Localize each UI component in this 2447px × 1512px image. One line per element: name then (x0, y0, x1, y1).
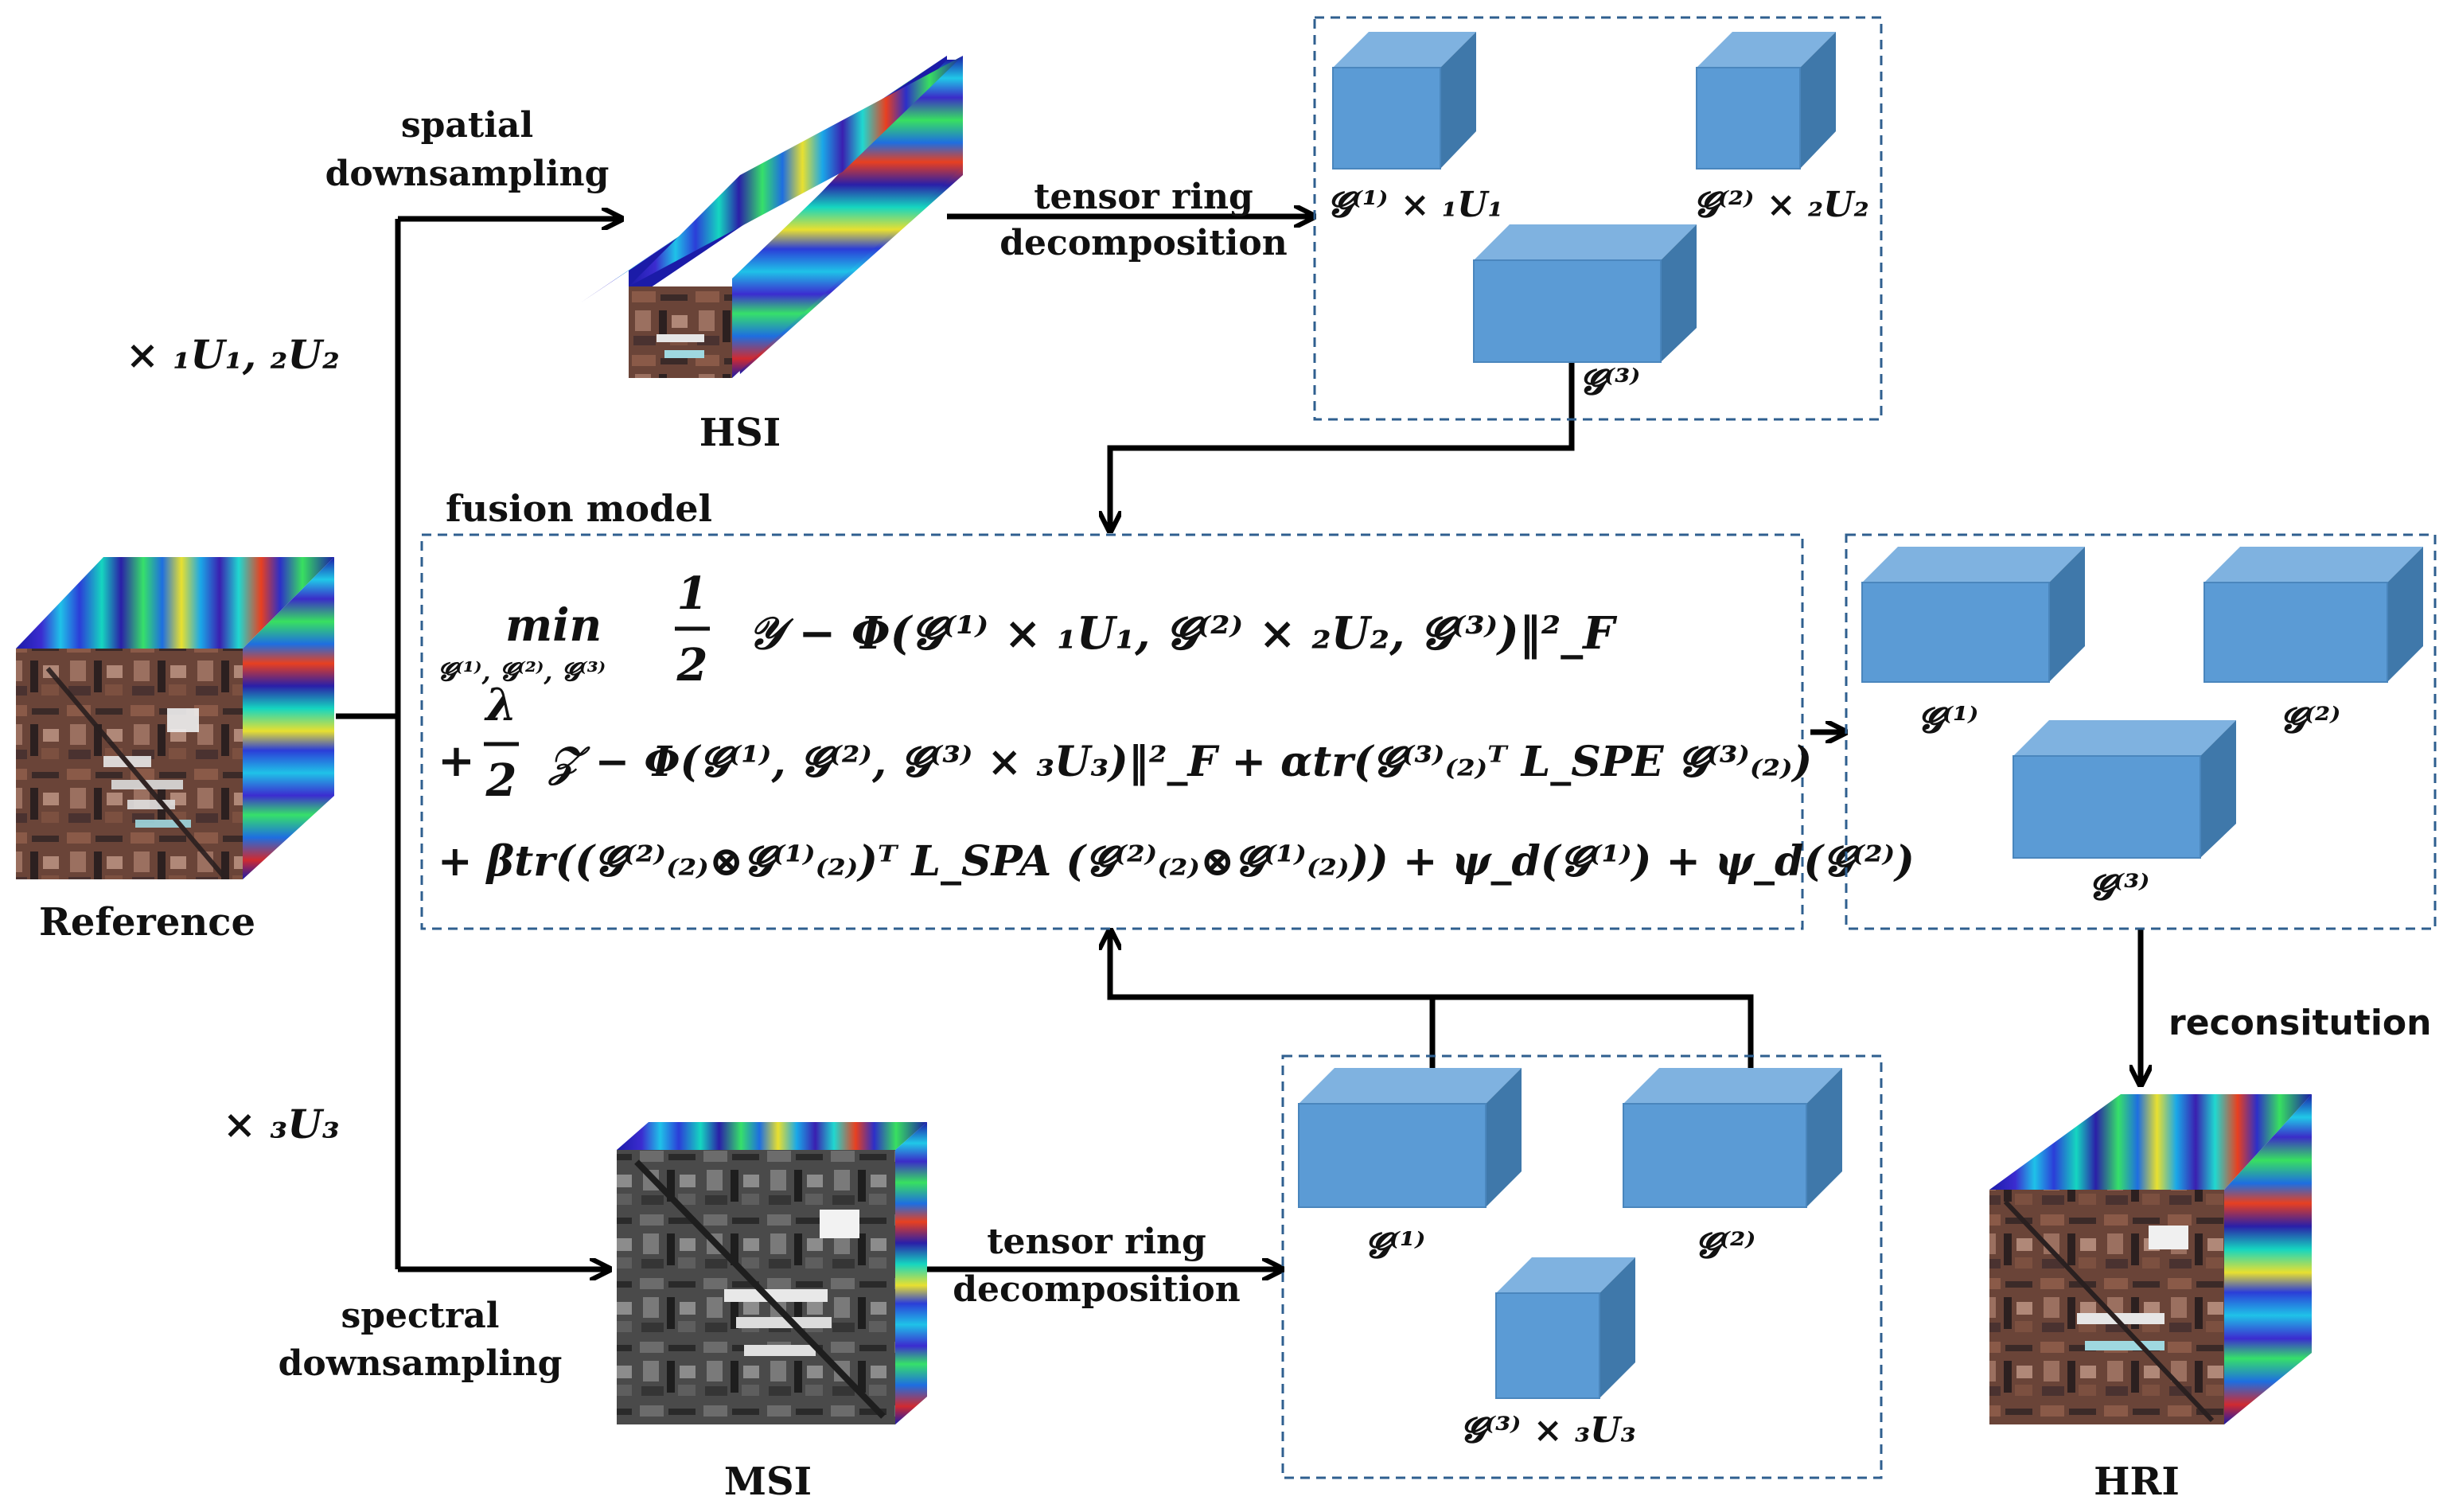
bottom-block-g2 (1623, 1068, 1842, 1208)
eq-half-numerator: 1 (677, 567, 708, 620)
eq-half-denominator: 2 (676, 639, 708, 692)
top-block-g3 (1473, 224, 1697, 363)
fusion-model-title: fusion model (446, 487, 712, 530)
spatial-mult-op: × ₁U₁, ₂U₂ (126, 331, 340, 378)
eq-lambda-numerator: λ (484, 679, 516, 731)
right-factor-g2: 𝓖⁽²⁾ (2280, 700, 2340, 741)
fusion-model-box (420, 533, 1804, 930)
tensor-ring-top-label-1: tensor ring (1034, 177, 1253, 217)
top-block-g2 (1696, 32, 1836, 170)
hri-cube (1989, 1094, 2312, 1424)
top-factor-g1: 𝓖⁽¹⁾ × ₁U₁ (1327, 185, 1503, 225)
tensor-ring-top-label-2: decomposition (999, 223, 1287, 263)
top-decomposition-box (1313, 16, 1883, 421)
eq-min: min (505, 599, 602, 652)
right-factors-box (1845, 533, 2437, 930)
connectors (336, 216, 2141, 1269)
bottom-factor-g3: 𝓖⁽³⁾ × ₃U₃ (1460, 1410, 1636, 1451)
right-block-g1 (1861, 547, 2085, 683)
right-block-g2 (2203, 547, 2423, 683)
tensor-ring-bottom-label-2: decomposition (953, 1269, 1240, 1310)
hsi-cube (581, 56, 963, 378)
hri-label: HRI (2094, 1459, 2180, 1504)
eq-lambda-denominator: 2 (485, 754, 517, 807)
reconstitution-label: reconsitution (2168, 1003, 2431, 1043)
bottom-factor-g2: 𝓖⁽²⁾ (1695, 1226, 1755, 1266)
hsi-label: HSI (699, 411, 781, 455)
spatial-label-2: downsampling (325, 154, 610, 194)
right-factor-g3: 𝓖⁽³⁾ (2089, 867, 2149, 908)
right-factor-g1: 𝓖⁽¹⁾ (1918, 700, 1978, 741)
eq-plus-2: + (438, 735, 475, 787)
msi-label: MSI (724, 1459, 812, 1504)
spectral-mult-op: × ₃U₃ (223, 1101, 340, 1148)
reference-cube (16, 557, 334, 879)
top-factor-g3: 𝓖⁽³⁾ (1580, 362, 1640, 403)
eq-line-2: 𝒵 − Φ(𝓖⁽¹⁾, 𝓖⁽²⁾, 𝓖⁽³⁾ × ₃U₃)‖²_F + αtr(… (547, 738, 1812, 786)
top-factor-g2: 𝓖⁽²⁾ × ₂U₂ (1693, 185, 1869, 225)
eq-line-3: + βtr((𝓖⁽²⁾₍₂₎⊗𝓖⁽¹⁾₍₂₎)ᵀ L_SPA (𝓖⁽²⁾₍₂₎⊗… (438, 837, 1915, 886)
spectral-label-1: spectral (341, 1296, 499, 1336)
eq-min-subscript: 𝓖⁽¹⁾, 𝓖⁽²⁾, 𝓖⁽³⁾ (438, 657, 606, 687)
bottom-block-g3 (1495, 1257, 1635, 1399)
bottom-factor-g1: 𝓖⁽¹⁾ (1365, 1226, 1425, 1266)
top-block-g1 (1332, 32, 1476, 170)
bottom-block-g1 (1298, 1068, 1522, 1208)
spatial-label-1: spatial (401, 105, 533, 146)
right-block-g3 (2013, 720, 2236, 859)
eq-line-1: 𝒴 − Φ(𝓖⁽¹⁾ × ₁U₁, 𝓖⁽²⁾ × ₂U₂, 𝓖⁽³⁾)‖²_F (748, 607, 1618, 660)
spectral-label-2: downsampling (279, 1343, 563, 1384)
tensor-ring-bottom-label-1: tensor ring (987, 1222, 1206, 1262)
msi-cube (617, 1122, 927, 1424)
fusion-equation: min 𝓖⁽¹⁾, 𝓖⁽²⁾, 𝓖⁽³⁾ 1 2 𝒴 − Φ(𝓖⁽¹⁾ × ₁U… (438, 567, 1915, 886)
reference-label: Reference (39, 900, 255, 945)
